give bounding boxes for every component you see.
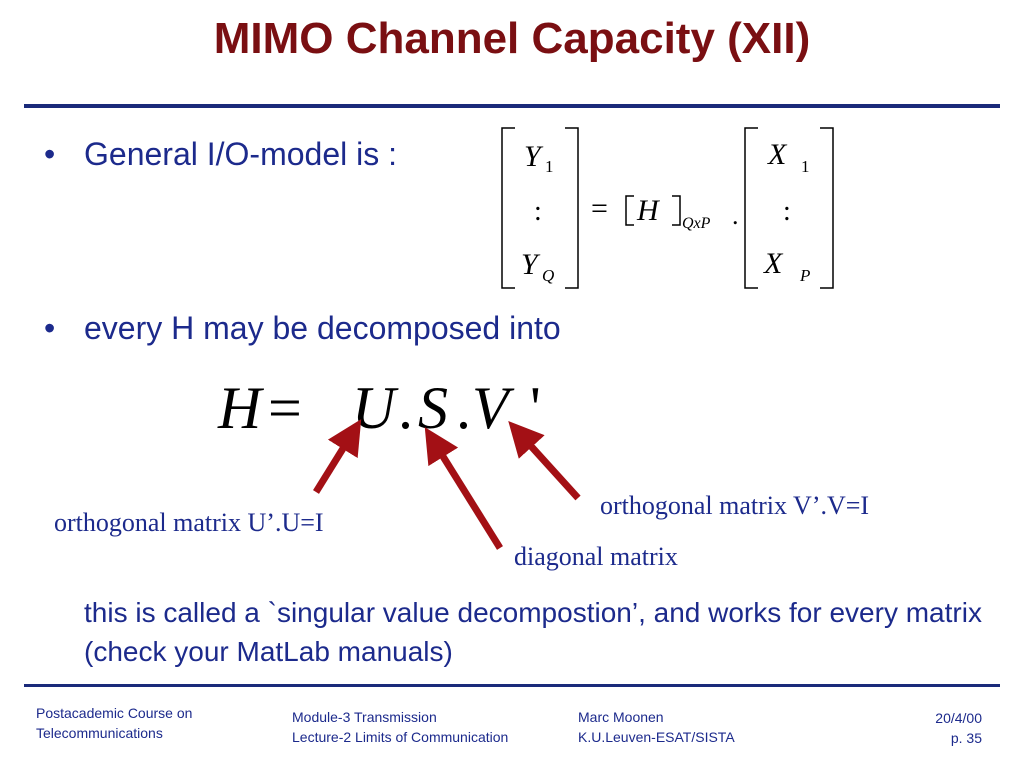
svd-dot-1: . [398, 375, 413, 441]
footer-author-line1: Marc Moonen [578, 709, 664, 725]
footer-author: Marc Moonen K.U.Leuven-ESAT/SISTA [578, 707, 735, 747]
footer-author-line2: K.U.Leuven-ESAT/SISTA [578, 729, 735, 745]
footer-course-line1: Postacademic Course on [36, 705, 193, 721]
footer-module-line2: Lecture-2 Limits of Communication [292, 729, 509, 745]
x1-subscript: 1 [801, 157, 810, 176]
footer-module: Module-3 Transmission Lecture-2 Limits o… [292, 707, 508, 747]
equals-sign: = [591, 192, 608, 225]
xp-subscript: P [799, 266, 810, 285]
multiply-dot: . [732, 201, 739, 230]
rhs-vdots: : [783, 196, 791, 227]
title-divider [24, 104, 1000, 108]
slide-title: MIMO Channel Capacity (XII) [213, 14, 811, 63]
h-dimension-subscript: QxP [682, 215, 711, 232]
lhs-vdots: : [534, 196, 542, 227]
io-model-equation: Y 1 : Y Q = H QxP . X 1 : X P [501, 127, 834, 289]
svd-equation: H = U . S . V ' [217, 375, 581, 550]
svd-u-symbol: U [352, 375, 399, 441]
footer-divider [24, 684, 1000, 687]
svd-explanation: this is called a `singular value decompo… [84, 597, 982, 667]
bullet-icon: • [44, 136, 56, 172]
svd-s-symbol: S [418, 375, 448, 441]
v-annotation: orthogonal matrix V’.V=I [600, 491, 870, 520]
yq-symbol: Y [521, 248, 541, 281]
xp-symbol: X [763, 247, 784, 280]
bullet-text: General I/O-model is : [84, 136, 397, 172]
h-matrix-symbol: H [636, 194, 661, 227]
footer-course: Postacademic Course on Telecommunication… [36, 703, 192, 743]
arrow-to-v [508, 421, 581, 501]
footer-date-page: 20/4/00 p. 35 [935, 708, 982, 748]
y1-symbol: Y [524, 140, 544, 173]
s-annotation: diagonal matrix [514, 542, 678, 571]
arrow-to-u [313, 419, 362, 494]
bullet-icon: • [44, 310, 56, 346]
svd-dot-2: . [456, 375, 471, 441]
y1-subscript: 1 [545, 157, 554, 176]
footer-page-number: p. 35 [950, 730, 982, 746]
bullet-text: every H may be decomposed into [84, 310, 561, 346]
yq-subscript: Q [542, 266, 554, 285]
svd-v-symbol: V [472, 375, 515, 441]
svd-h-symbol: H [217, 375, 265, 441]
svd-equals-sign: = [268, 375, 302, 441]
x1-symbol: X [767, 138, 788, 171]
u-annotation: orthogonal matrix U’.U=I [54, 508, 324, 537]
footer-module-line1: Module-3 Transmission [292, 709, 437, 725]
svd-prime: ' [530, 375, 541, 441]
arrow-to-s [424, 427, 503, 550]
footer-date: 20/4/00 [935, 710, 982, 726]
footer-course-line2: Telecommunications [36, 725, 163, 741]
